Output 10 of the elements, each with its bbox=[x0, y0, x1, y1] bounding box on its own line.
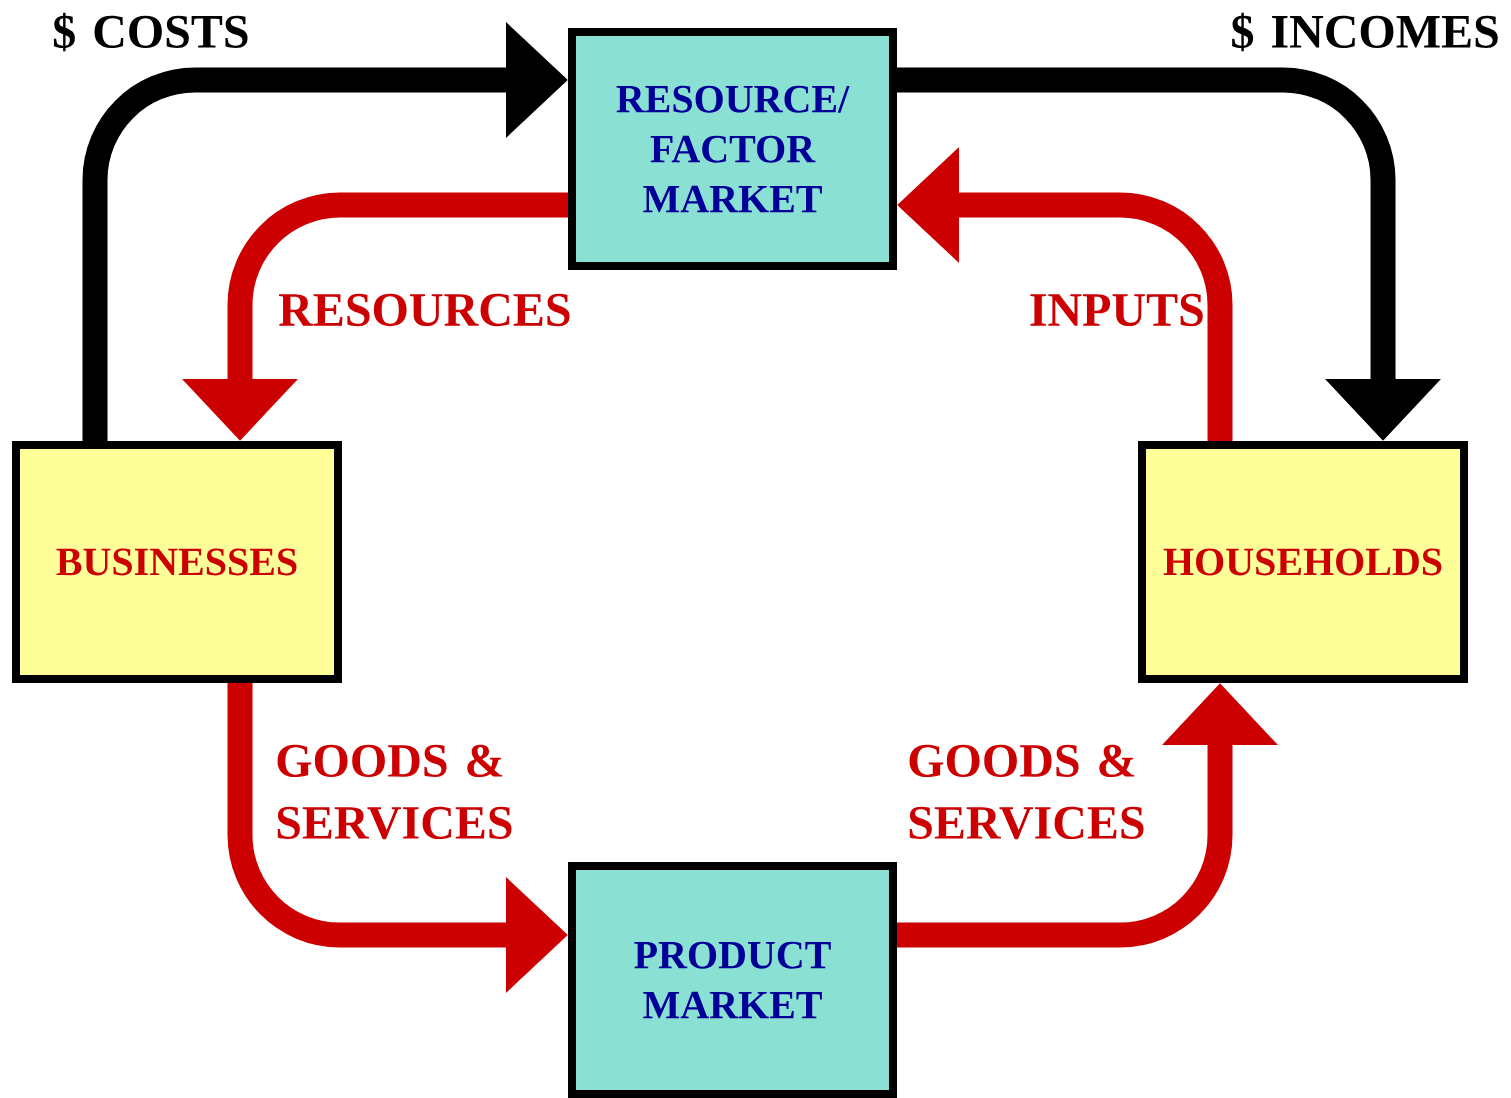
market-box: PRODUCT MARKET bbox=[568, 862, 897, 1098]
market-box: HOUSEHOLDS bbox=[1138, 441, 1468, 683]
edge-label: $ COSTS bbox=[53, 12, 248, 52]
market-box: RESOURCE/ FACTOR MARKET bbox=[568, 28, 897, 270]
edge-label: $ INCOMES bbox=[1232, 12, 1498, 52]
edge-label: RESOURCES bbox=[279, 293, 570, 327]
market-box: BUSINESSES bbox=[12, 441, 342, 683]
edge-label: GOODS & SERVICES bbox=[909, 744, 1144, 840]
edge-label: INPUTS bbox=[1030, 293, 1203, 327]
edge-label: GOODS & SERVICES bbox=[277, 744, 512, 840]
